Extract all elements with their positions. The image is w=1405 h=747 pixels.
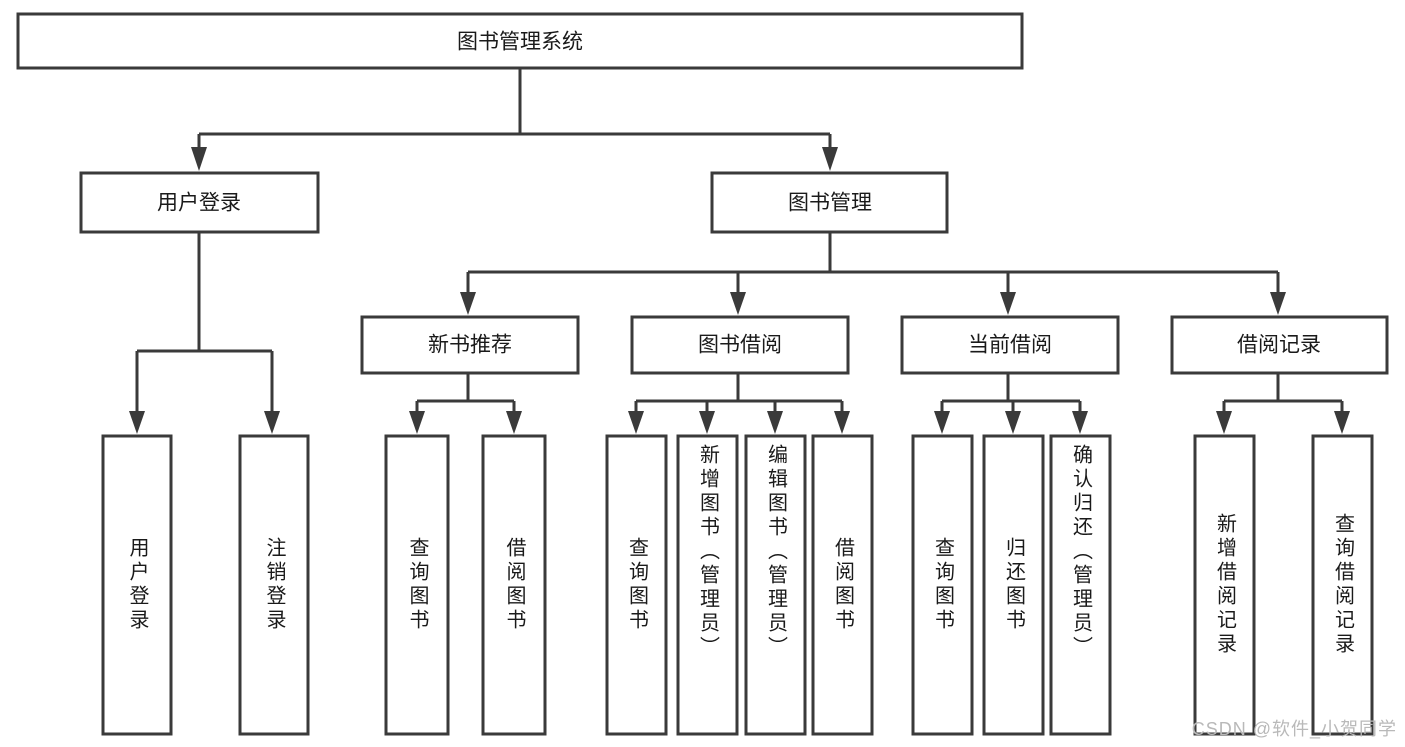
arrow-head-record bbox=[1270, 292, 1286, 315]
arrow-head-leaf-returnbook bbox=[1005, 411, 1021, 434]
node-book-management-label: 图书管理 bbox=[788, 192, 872, 215]
arrow-head-current bbox=[1000, 292, 1016, 315]
node-current-borrow[interactable]: 当前借阅 bbox=[900, 315, 1120, 375]
node-borrow-record-box[interactable] bbox=[1170, 315, 1389, 375]
node-borrow-record-label: 借阅记录 bbox=[1237, 334, 1321, 357]
connector-group-borrow bbox=[628, 373, 850, 434]
node-borrow-record[interactable]: 借阅记录 bbox=[1170, 315, 1389, 375]
arrow-head-leaf-querybook-3 bbox=[934, 411, 950, 434]
node-user-login-label: 用户登录 bbox=[157, 192, 241, 215]
node-root[interactable]: 图书管理系统 bbox=[16, 12, 1024, 70]
arrow-head-leaf-queryrecord bbox=[1334, 411, 1350, 434]
leaf-box-borrow-book-2[interactable] bbox=[811, 434, 874, 736]
arrow-head-leaf-borrowbook-2 bbox=[834, 411, 850, 434]
connector-group-current bbox=[934, 373, 1088, 434]
arrow-head-leaf-userlogin bbox=[129, 411, 145, 434]
connector-group-root bbox=[191, 68, 838, 171]
arrow-head-borrow bbox=[730, 292, 746, 315]
node-current-borrow-label: 当前借阅 bbox=[968, 334, 1052, 357]
connector-group-userlogin bbox=[129, 232, 280, 434]
arrow-head-leaf-borrowbook-1 bbox=[506, 411, 522, 434]
arrow-head-leaf-confirmreturn bbox=[1072, 411, 1088, 434]
arrow-head-leaf-addrecord bbox=[1216, 411, 1232, 434]
arrow-head-leaf-addbook bbox=[699, 411, 715, 434]
leaf-box-edit-book[interactable] bbox=[744, 434, 807, 736]
node-user-login[interactable]: 用户登录 bbox=[79, 171, 320, 234]
leaf-box-add-record[interactable] bbox=[1193, 434, 1256, 736]
arrow-head-leaf-editbook bbox=[767, 411, 783, 434]
leaf-box-query-book-3[interactable] bbox=[911, 434, 974, 736]
arrow-head-leaf-logout bbox=[264, 411, 280, 434]
node-book-borrow-label: 图书借阅 bbox=[698, 334, 782, 357]
connector-group-record bbox=[1216, 373, 1350, 434]
node-new-book-recommend-label: 新书推荐 bbox=[428, 334, 512, 357]
node-root-box[interactable] bbox=[16, 12, 1024, 70]
leaf-box-user-login[interactable] bbox=[101, 434, 173, 736]
watermark-text: CSDN @软件_小贺同学 bbox=[1191, 719, 1397, 739]
leaf-boxes bbox=[101, 434, 1374, 736]
node-current-borrow-box[interactable] bbox=[900, 315, 1120, 375]
arrow-head-leaf-querybook-1 bbox=[409, 411, 425, 434]
node-new-book-recommend[interactable]: 新书推荐 bbox=[360, 315, 580, 375]
leaf-box-query-record[interactable] bbox=[1311, 434, 1374, 736]
leaf-box-borrow-book-1[interactable] bbox=[481, 434, 547, 736]
node-root-label: 图书管理系统 bbox=[457, 31, 583, 54]
arrow-head-userlogin bbox=[191, 147, 207, 171]
node-new-book-recommend-box[interactable] bbox=[360, 315, 580, 375]
connector-group-bookmgmt bbox=[460, 232, 1286, 315]
leaf-box-return-book[interactable] bbox=[982, 434, 1045, 736]
leaf-box-add-book[interactable] bbox=[676, 434, 739, 736]
leaf-box-logout[interactable] bbox=[238, 434, 310, 736]
leaf-box-query-book-2[interactable] bbox=[605, 434, 668, 736]
node-user-login-box[interactable] bbox=[79, 171, 320, 234]
arrow-head-leaf-querybook-2 bbox=[628, 411, 644, 434]
node-book-management-box[interactable] bbox=[710, 171, 949, 234]
node-book-borrow[interactable]: 图书借阅 bbox=[630, 315, 850, 375]
node-book-management[interactable]: 图书管理 bbox=[710, 171, 949, 234]
leaf-box-query-book-1[interactable] bbox=[384, 434, 450, 736]
arrow-head-newbook bbox=[460, 292, 476, 315]
arrow-head-bookmgmt bbox=[822, 147, 838, 171]
node-book-borrow-box[interactable] bbox=[630, 315, 850, 375]
leaf-box-confirm-return[interactable] bbox=[1049, 434, 1112, 736]
connector-group-newbook bbox=[409, 373, 522, 434]
